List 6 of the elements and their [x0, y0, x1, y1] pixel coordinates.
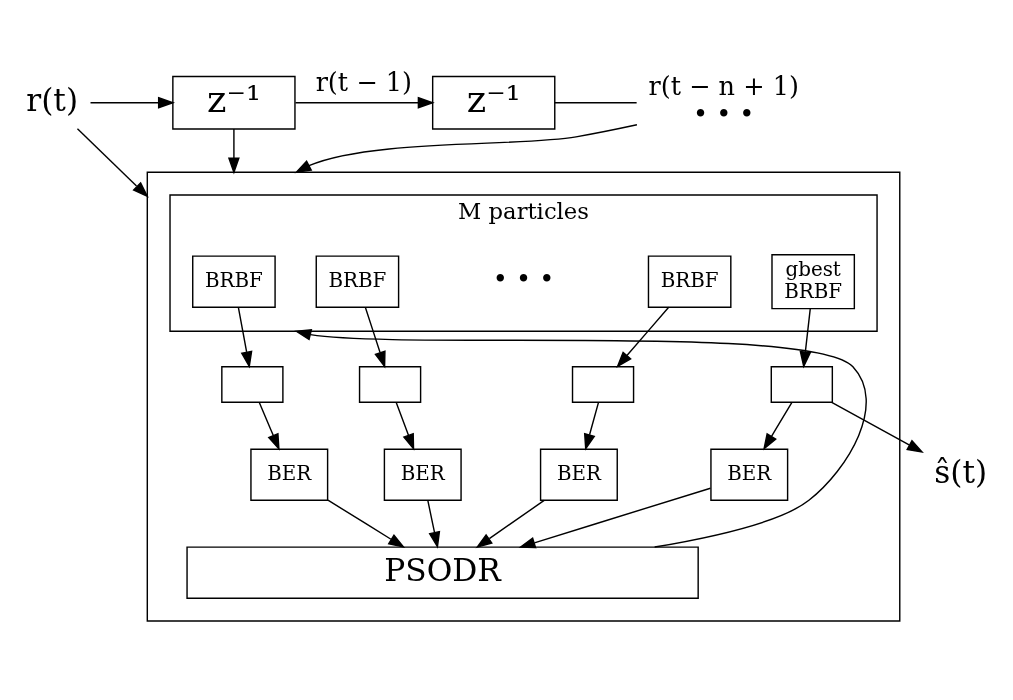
label: • • • [492, 263, 555, 294]
node-text: • • • [693, 98, 755, 129]
node-text: ŝ(t) [934, 453, 988, 490]
node-label: r(t − n + 1) [648, 70, 799, 101]
edge-label: r(t − 1) [315, 66, 412, 97]
node-text: r(t) [26, 81, 79, 118]
